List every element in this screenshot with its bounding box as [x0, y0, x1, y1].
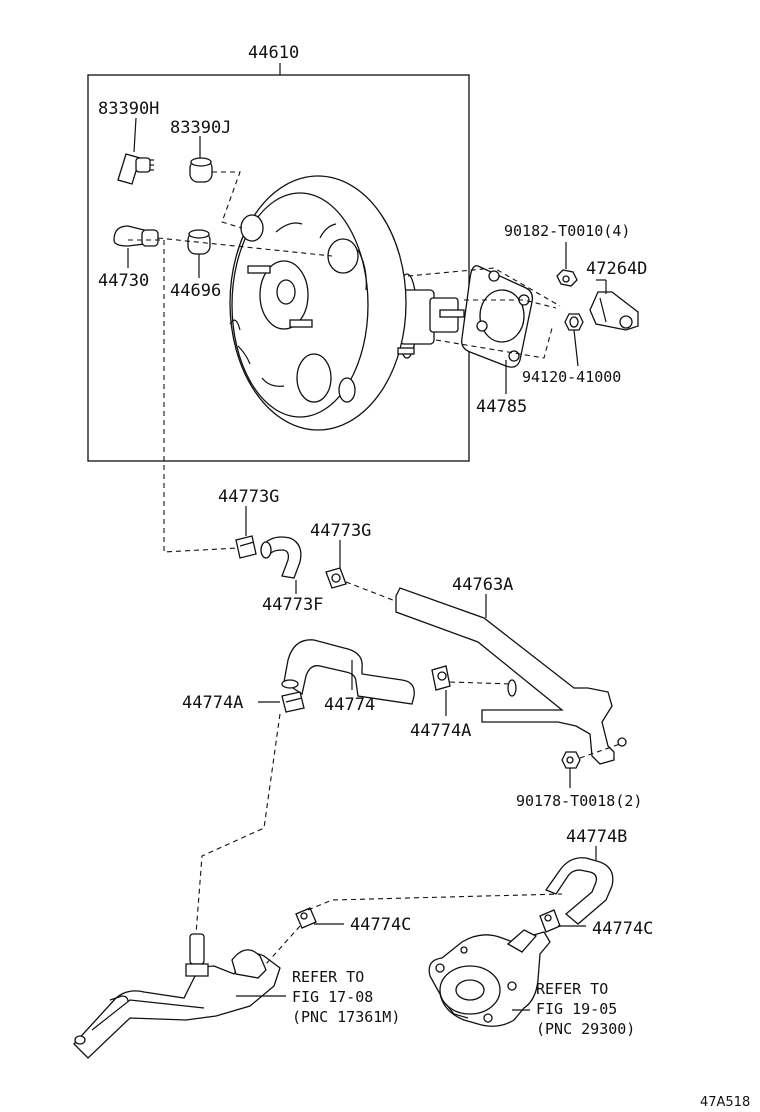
dash-gasket-2 [435, 327, 553, 359]
label-90178: 90178-T0018(2) [516, 792, 642, 810]
dash-hose-manifold [195, 713, 281, 935]
label-44774A-a: 44774A [182, 693, 243, 713]
leader-83390H [133, 117, 137, 153]
label-44774A-b: 44774A [410, 721, 471, 741]
label-83390J: 83390J [170, 118, 231, 138]
label-44774B: 44774B [566, 827, 627, 847]
part-44774A-clamp-a[interactable] [281, 691, 305, 713]
part-90182-nut[interactable] [556, 269, 578, 287]
figure-code: 47A518 [700, 1095, 750, 1110]
label-ref2-line2: FIG 19-05 [536, 1000, 617, 1018]
dash-gasket-3 [464, 299, 557, 309]
label-44773G-b: 44773G [310, 521, 371, 541]
part-44774-hose[interactable] [281, 639, 415, 705]
label-44774C-b: 44774C [592, 919, 653, 939]
label-ref1-line3: (PNC 17361M) [292, 1008, 400, 1026]
dash-clamp-manifold [265, 925, 301, 965]
dash-manifold-pump [307, 893, 563, 911]
label-44730: 44730 [98, 271, 149, 291]
label-44785: 44785 [476, 397, 527, 417]
part-44774B-hose[interactable] [544, 857, 614, 925]
label-44773G-a: 44773G [218, 487, 279, 507]
part-44774A-clamp-b[interactable] [431, 665, 451, 691]
dash-clamp-tube [345, 581, 399, 603]
vacuum-pump-ref[interactable] [428, 929, 551, 1027]
label-44763A: 44763A [452, 575, 513, 595]
part-47264D-clevis[interactable] [589, 291, 639, 331]
label-ref1-line1: REFER TO [292, 968, 364, 986]
part-83390H[interactable] [117, 153, 154, 185]
dash-83390J-booster [212, 171, 243, 229]
label-44773F: 44773F [262, 595, 323, 615]
label-90182: 90182-T0010(4) [504, 222, 630, 240]
label-44696: 44696 [170, 281, 221, 301]
part-44774C-clamp-a[interactable] [295, 907, 317, 929]
part-83390J[interactable] [189, 157, 213, 183]
part-44774C-clamp-b[interactable] [539, 909, 561, 933]
label-44774C-a: 44774C [350, 915, 411, 935]
part-44696[interactable] [187, 229, 211, 255]
part-90178-nut[interactable] [561, 751, 581, 769]
part-44785-gasket[interactable] [461, 265, 534, 368]
label-ref2-line1: REFER TO [536, 980, 608, 998]
brake-booster-body[interactable] [229, 175, 465, 431]
dash-clamp-bracket [449, 681, 513, 685]
part-44773F-hose[interactable] [260, 536, 302, 579]
dash-44730-hose [128, 239, 239, 553]
label-ref1-line2: FIG 17-08 [292, 988, 373, 1006]
dash-gasket-1 [407, 267, 561, 307]
label-44774: 44774 [324, 695, 375, 715]
intake-manifold-ref[interactable] [73, 933, 281, 1059]
label-47264D: 47264D [586, 259, 647, 279]
part-94120-nut[interactable] [564, 313, 584, 331]
dash-nut-bracket [579, 743, 621, 759]
label-ref2-line3: (PNC 29300) [536, 1020, 635, 1038]
part-44773G-clamp-a[interactable] [235, 535, 257, 559]
part-44730[interactable] [113, 225, 159, 247]
booster-assembly-box [87, 74, 470, 462]
part-44773G-clamp-b[interactable] [325, 567, 347, 589]
label-44610: 44610 [248, 43, 299, 63]
label-94120: 94120-41000 [522, 368, 621, 386]
part-44763A-tube[interactable] [395, 587, 627, 765]
leader-94120 [573, 329, 579, 367]
dash-44730-booster [157, 237, 333, 257]
label-83390H: 83390H [98, 99, 159, 119]
